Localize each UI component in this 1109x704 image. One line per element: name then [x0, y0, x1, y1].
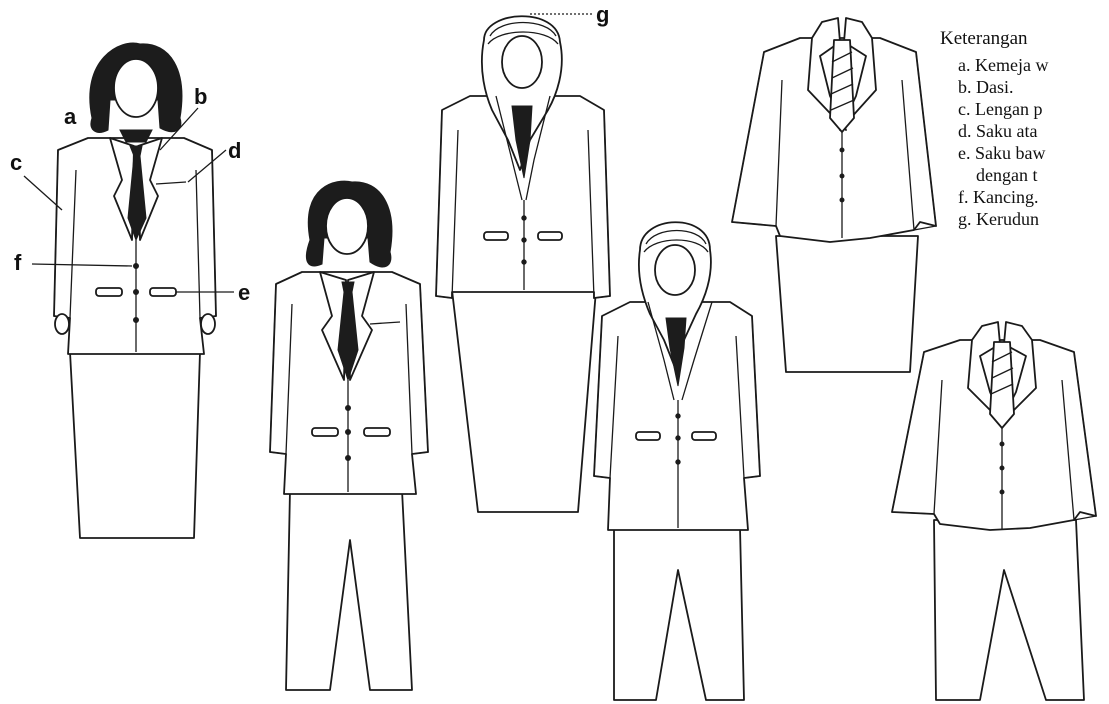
figure-hair-suit-trousers	[270, 181, 428, 690]
callout-c: c	[10, 150, 22, 175]
trousers	[286, 490, 412, 690]
skirt	[776, 236, 918, 372]
figure-blazer-skirt	[732, 18, 936, 372]
lower-pocket-left	[312, 428, 338, 436]
callout-d: d	[228, 138, 241, 163]
left-hand	[55, 314, 69, 334]
skirt	[70, 352, 200, 538]
button	[1000, 466, 1004, 470]
button	[1000, 490, 1004, 494]
legend-item-g: g. Kerudun	[958, 208, 1109, 230]
lower-pocket-right	[692, 432, 716, 440]
legend-item-b: b. Dasi.	[958, 76, 1109, 98]
striped-tie	[830, 40, 854, 132]
lower-pocket-left	[484, 232, 508, 240]
legend-title: Keterangan	[940, 28, 1109, 50]
lower-pocket-right	[538, 232, 562, 240]
button	[1000, 442, 1004, 446]
trousers	[934, 520, 1084, 700]
legend-list: a. Kemeja w b. Dasi. c. Lengan p d. Saku…	[940, 54, 1109, 230]
legend-item-d: d. Saku ata	[958, 120, 1109, 142]
legend-item-f: f. Kancing.	[958, 186, 1109, 208]
button	[840, 198, 844, 202]
right-hand	[201, 314, 215, 334]
figure-hijab-suit-long-skirt	[436, 16, 610, 512]
face	[655, 245, 695, 295]
figure-hijab-suit-trousers	[594, 222, 760, 700]
callout-e: e	[238, 280, 250, 305]
legend-item-e: e. Saku baw	[958, 142, 1109, 164]
lower-pocket-left	[636, 432, 660, 440]
callout-f: f	[14, 250, 22, 275]
figure-blazer-trousers	[892, 322, 1096, 700]
face	[114, 59, 158, 117]
legend-item-e-continued: dengan t	[958, 164, 1109, 186]
figure-hair-suit-skirt	[54, 43, 216, 538]
face	[502, 36, 542, 88]
legend: Keterangan a. Kemeja w b. Dasi. c. Lenga…	[940, 28, 1109, 230]
long-skirt	[452, 290, 596, 512]
callout-a: a	[64, 104, 77, 129]
tie-knot	[120, 130, 152, 142]
lower-pocket-right	[364, 428, 390, 436]
face	[326, 198, 368, 254]
button	[840, 174, 844, 178]
legend-item-a: a. Kemeja w	[958, 54, 1109, 76]
lower-pocket-left	[96, 288, 122, 296]
button	[840, 148, 844, 152]
callout-g: g	[596, 2, 609, 27]
trousers	[614, 528, 744, 700]
lower-pocket-right	[150, 288, 176, 296]
callout-b: b	[194, 84, 207, 109]
legend-item-c: c. Lengan p	[958, 98, 1109, 120]
